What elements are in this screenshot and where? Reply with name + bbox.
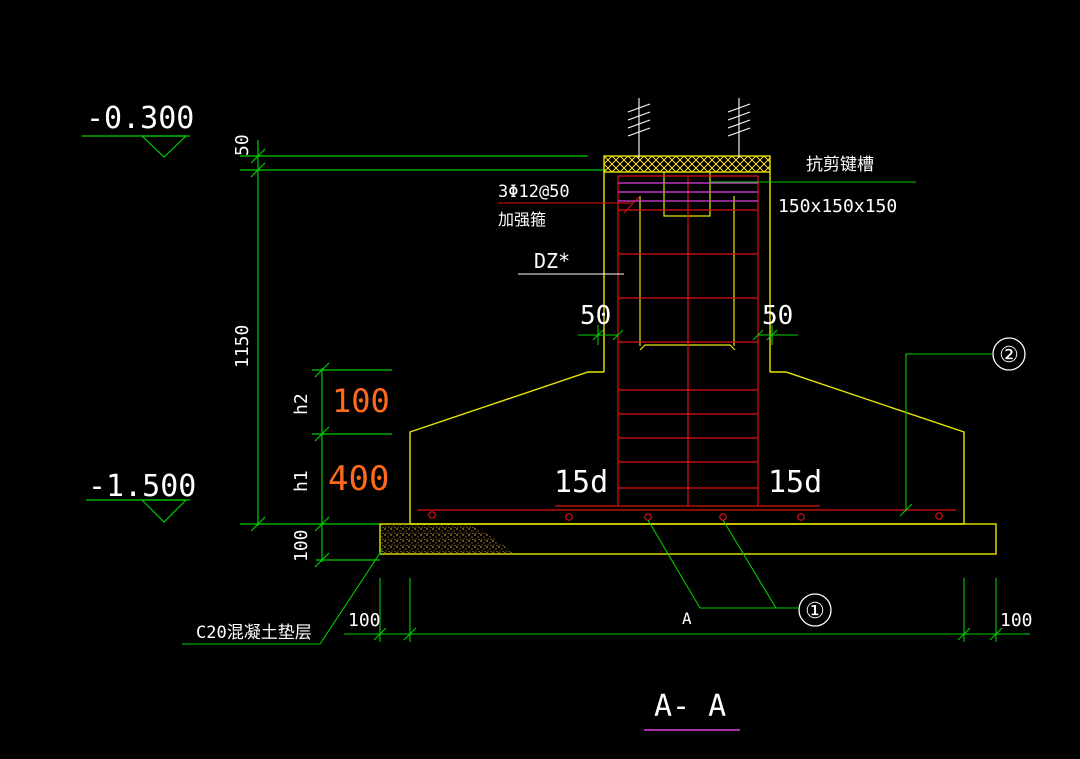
elevation-top-label: -0.300 [86, 101, 194, 136]
bottom-dimension [344, 578, 1030, 642]
stirrup-name: 加强箍 [498, 210, 546, 229]
anchor-left-label: 15d [554, 465, 608, 500]
elevation-bottom-label: -1.500 [88, 469, 196, 504]
column-top-hatch [603, 155, 771, 173]
dim-top-gap: 50 [232, 134, 253, 156]
param-h1-label: h1 [291, 470, 312, 492]
bottom-rebar [418, 509, 956, 521]
reinforcing-stirrups [618, 182, 758, 202]
cover-dimensions [578, 325, 798, 345]
rebar-break-icon [627, 98, 751, 158]
shear-key-label: 抗剪键槽 [806, 155, 874, 175]
elevation-top-marker: -0.300 [82, 101, 194, 158]
param-h2-label: h2 [291, 393, 312, 415]
callout-1-leader [647, 519, 798, 609]
dim-column-height: 1150 [232, 325, 253, 368]
cushion-label: C20混凝土垫层 [196, 623, 312, 643]
callout-1-label: ① [805, 599, 825, 624]
callout-2-label: ② [999, 343, 1019, 368]
circle-callout-icon [992, 337, 1026, 371]
shear-key-size: 150x150x150 [778, 196, 897, 217]
cover-right-label: 50 [762, 301, 793, 331]
footing-outline [409, 155, 965, 525]
column-mark: DZ* [534, 249, 570, 273]
triangle-elevation-icon [140, 135, 188, 158]
cushion-leader [182, 549, 383, 645]
cover-left-label: 50 [580, 301, 611, 331]
anchor-right-label: 15d [768, 465, 822, 500]
stirrup-spec: 3Φ12@50 [498, 182, 570, 202]
column-rebar-cage [555, 175, 820, 507]
section-title: A- A [654, 689, 726, 724]
elevation-bottom-marker: -1.500 [86, 469, 196, 523]
param-h2-value: 100 [332, 382, 390, 420]
ext-left-label: 100 [348, 610, 381, 631]
stirrup-leader [498, 195, 641, 214]
ext-right-label: 100 [1000, 610, 1033, 631]
dim-base-thickness: 100 [291, 529, 312, 562]
param-h1-value: 400 [328, 459, 389, 499]
circle-callout-icon [798, 593, 832, 627]
point-a-label: A [682, 609, 692, 628]
cushion-layer [379, 523, 997, 555]
left-dimension-chain [240, 140, 606, 568]
triangle-elevation-icon [140, 499, 188, 523]
callout-2-leader [899, 353, 992, 517]
